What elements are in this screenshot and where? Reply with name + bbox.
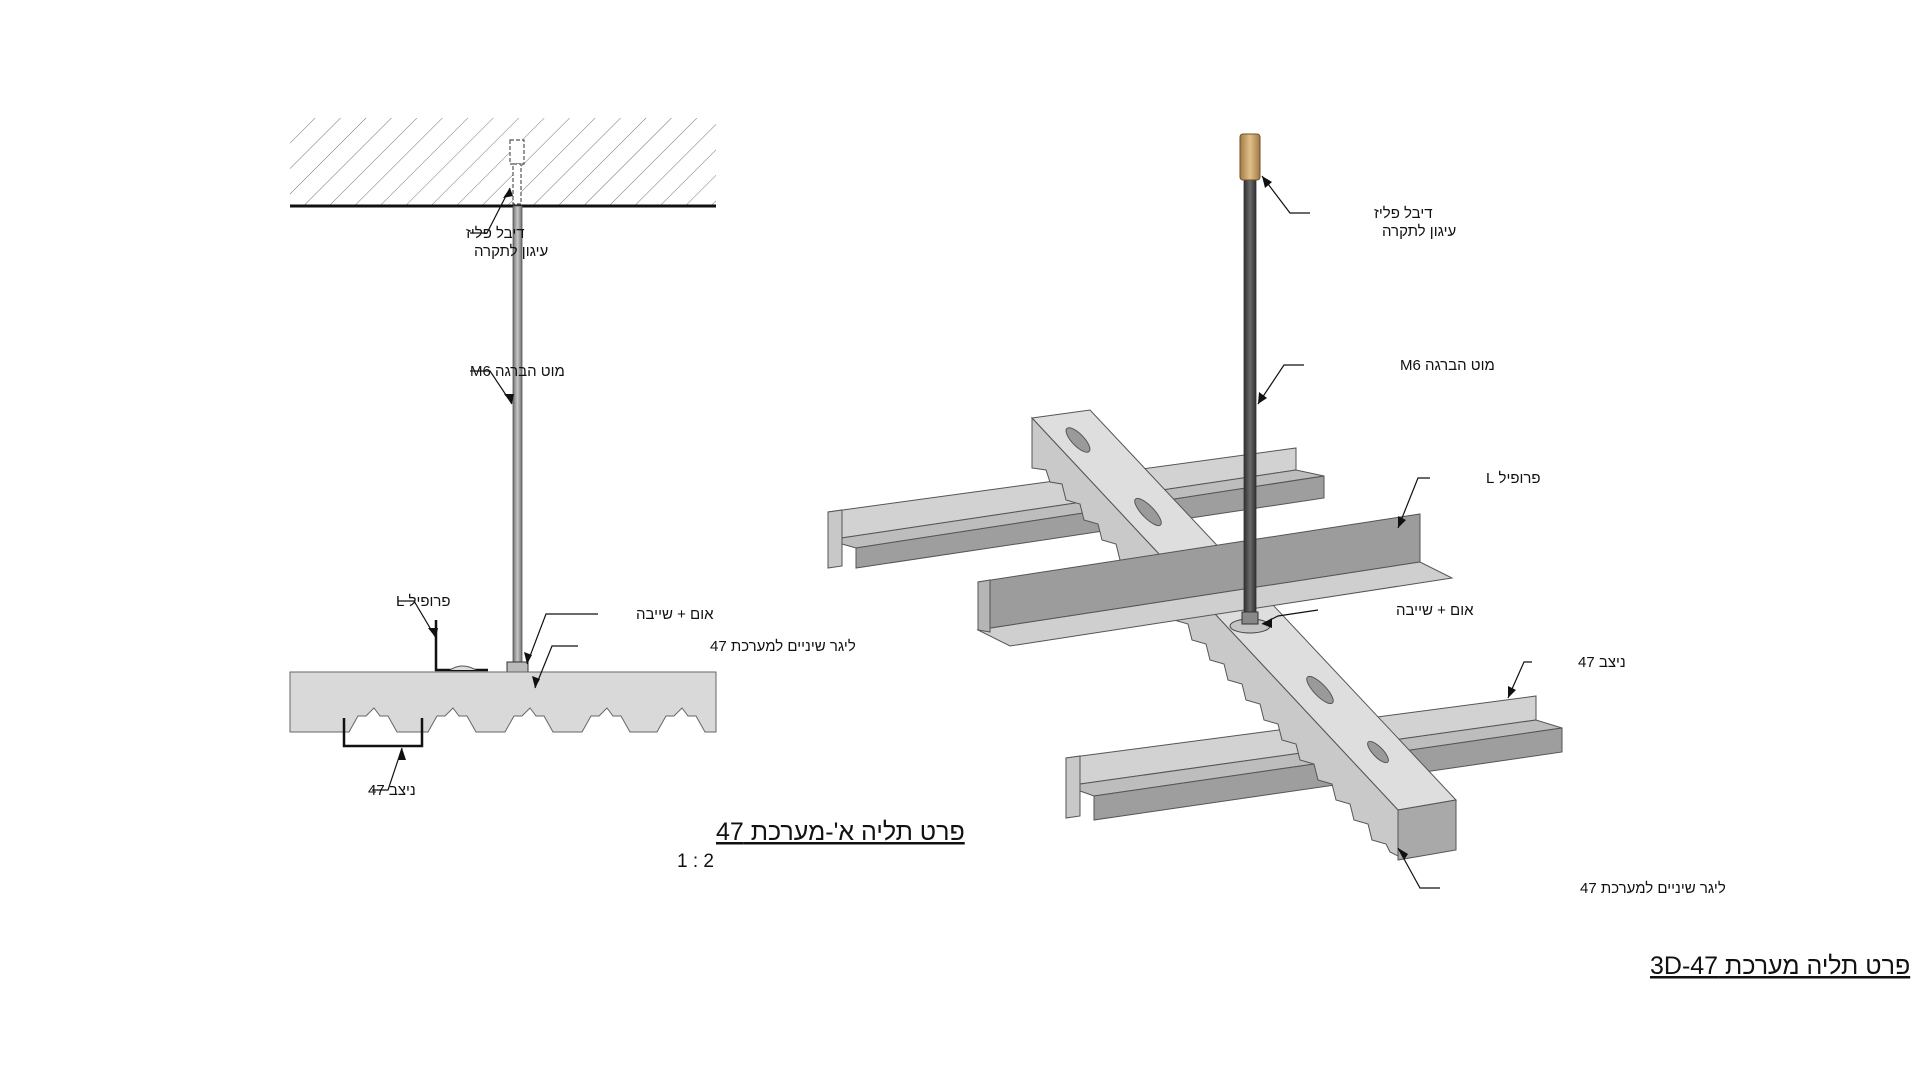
leader-lines bbox=[372, 187, 598, 791]
nut-washer bbox=[506, 661, 529, 673]
iso-rod-label: מוט הברגה M6 bbox=[1400, 357, 1495, 374]
section-title: פרט תליה א'-מערכת 47 bbox=[716, 818, 965, 846]
leader-arrows bbox=[398, 188, 540, 760]
anchor-label-line1: דיבל פליז bbox=[466, 225, 525, 242]
stud-label: ניצב 47 bbox=[368, 782, 416, 799]
small-clip bbox=[449, 665, 477, 671]
brass-anchor-3d bbox=[1239, 133, 1261, 181]
iso-anchor-label-line1: דיבל פליז bbox=[1374, 205, 1433, 222]
iso-leader-arrows bbox=[1258, 176, 1516, 860]
iso-stud-label: ניצב 47 bbox=[1578, 654, 1626, 671]
iso-l-profile-label: פרופיל L bbox=[1486, 470, 1541, 487]
threaded-rod-3d bbox=[1243, 147, 1257, 627]
threaded-rod bbox=[512, 205, 523, 669]
iso-toothed-runner-label: ליגר שיניים למערכת 47 bbox=[1580, 880, 1726, 897]
ceiling-slab bbox=[290, 118, 716, 205]
iso-title: פרט תליה מערכת 3D-47 bbox=[1650, 952, 1910, 980]
section-scale: 1 : 2 bbox=[677, 851, 714, 872]
l-profile-label: פרופיל L bbox=[396, 593, 451, 610]
nut-3d bbox=[1241, 611, 1259, 625]
section-detail: דיבל פליז עיגון לתקרה מוט הברגה M6 פרופי… bbox=[289, 118, 965, 872]
l-profile-section bbox=[434, 620, 488, 672]
anchor-dowel bbox=[509, 139, 525, 205]
iso-nut-washer-label: אום + שייבה bbox=[1396, 602, 1474, 619]
stud-47-section bbox=[342, 718, 424, 748]
rod-label: מוט הברגה M6 bbox=[470, 363, 565, 380]
iso-leader-lines bbox=[1257, 175, 1532, 889]
l-profile-3d bbox=[976, 513, 1454, 647]
isometric-detail: דיבל פליז עיגון לתקרה מוט הברגה M6 פרופי… bbox=[827, 133, 1910, 980]
nut-washer-label: אום + שייבה bbox=[636, 606, 714, 623]
toothed-runner-section bbox=[289, 671, 717, 733]
anchor-label-line2: עיגון לתקרה bbox=[474, 243, 548, 260]
toothed-runner-label: ליגר שיניים למערכת 47 bbox=[710, 638, 856, 655]
iso-anchor-label-line2: עיגון לתקרה bbox=[1382, 223, 1456, 240]
